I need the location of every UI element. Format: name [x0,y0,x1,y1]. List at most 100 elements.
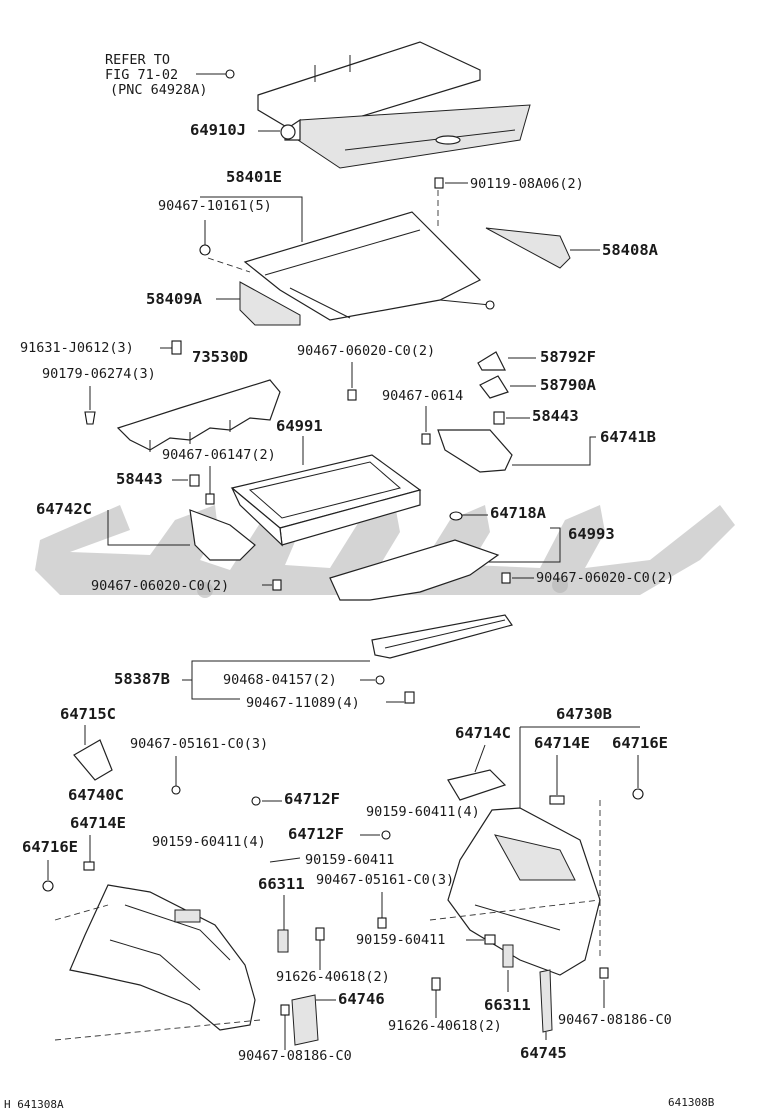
quarter-trim-right-part [447,807,601,976]
clip-icon [632,788,644,800]
label-90467-05161-top: 90467-05161-C0(3) [130,736,268,752]
clip-icon [280,1004,290,1016]
label-64712F-mid: 64712F [288,825,344,843]
label-58443-left: 58443 [116,470,163,488]
label-64715C: 64715C [60,705,116,723]
bolt-icon [315,927,325,941]
label-90467-08186-left: 90467-08186-C0 [238,1048,352,1064]
clip-icon [347,389,357,401]
footer-code-left: H 641308A [4,1098,64,1111]
side-board-part [485,227,571,269]
label-58792F: 58792F [540,348,596,366]
label-64991: 64991 [276,417,323,435]
sill-plate-part [371,614,513,659]
side-box-part [437,429,513,473]
label-90467-10161: 90467-10161(5) [158,198,272,214]
label-90159-60411-4-right: 90159-60411(4) [366,804,480,820]
clip-icon [501,572,511,584]
hook-part [479,375,509,399]
label-91626-40618-right: 91626-40618(2) [388,1018,502,1034]
side-box-part [189,509,256,561]
cover-part [447,769,507,801]
clip-icon [599,967,609,979]
bolt-icon [171,340,182,355]
clip-icon [375,675,385,685]
label-90159-60411-a: 90159-60411 [305,852,394,868]
clip-icon [381,830,391,840]
label-90179-06274: 90179-06274(3) [42,366,156,382]
label-58443-right: 58443 [532,407,579,425]
bolt-icon [431,977,441,991]
label-64716E-left: 64716E [22,838,78,856]
cap-icon [449,511,463,521]
label-90467-06147: 90467-06147(2) [162,447,276,463]
tonneau-cover-part [257,41,531,169]
label-66311-right: 66311 [484,996,531,1014]
label-64714E-right: 64714E [534,734,590,752]
label-90467-06020-top: 90467-06020-C0(2) [297,343,435,359]
clip-icon [84,411,96,425]
refer-note-line2: FIG 71-02 [105,67,178,83]
grip-part [291,994,319,1046]
footer-code-right: 641308B [668,1096,715,1109]
label-58409A: 58409A [146,290,203,308]
label-64993: 64993 [568,525,615,543]
grip-part [539,969,553,1033]
label-64730B: 64730B [556,705,612,723]
label-64741B: 64741B [600,428,656,446]
label-90159-60411-b: 90159-60411 [356,932,445,948]
label-90467-05161-mid: 90467-05161-C0(3) [316,872,454,888]
label-90467-06020-left: 90467-06020-C0(2) [91,578,229,594]
clip-icon [549,795,565,805]
cover-part [73,739,113,781]
clip-icon [171,785,181,795]
label-64718A: 64718A [490,504,547,522]
label-90467-08186-right: 90467-08186-C0 [558,1012,672,1028]
cap-icon [189,474,200,487]
label-64745: 64745 [520,1044,567,1062]
refer-note-line3: (PNC 64928A) [110,82,208,98]
clip-icon [421,433,431,445]
label-90467-11089: 90467-11089(4) [246,695,360,711]
clip-icon [42,880,54,892]
label-58408A: 58408A [602,241,659,259]
bolt-icon [404,691,415,704]
clip-icon [272,579,282,591]
bolt-icon [434,177,444,189]
label-64740C: 64740C [68,786,124,804]
label-90468-04157: 90468-04157(2) [223,672,337,688]
clip-icon [83,861,95,871]
deck-board-part [243,211,495,321]
clip-icon [251,796,261,806]
trim-bracket-part [116,379,281,451]
label-58790A: 58790A [540,376,597,394]
clip-part [477,351,506,371]
quarter-trim-left-part [69,884,256,1031]
label-64714C: 64714C [455,724,511,742]
label-90467-0614: 90467-0614 [382,388,463,404]
clip-icon [484,934,496,945]
clip-icon [225,69,235,79]
label-73530D: 73530D [192,348,248,366]
refer-note-line1: REFER TO [105,52,170,68]
label-64746: 64746 [338,990,385,1008]
floor-tray-part [329,539,500,601]
label-90467-06020-right: 90467-06020-C0(2) [536,570,674,586]
label-64712F-top: 64712F [284,790,340,808]
label-91626-40618-left: 91626-40618(2) [276,969,390,985]
cap-icon [493,411,505,425]
label-64716E-right: 64716E [612,734,668,752]
label-90119-08A06: 90119-08A06(2) [470,176,584,192]
clip-part [502,944,514,968]
label-64714E-left: 64714E [70,814,126,832]
label-64742C: 64742C [36,500,92,518]
label-58401E: 58401E [226,168,282,186]
label-64910J: 64910J [190,121,246,139]
label-66311-left: 66311 [258,875,305,893]
label-90159-60411-4-left: 90159-60411(4) [152,834,266,850]
clip-part [277,929,289,953]
label-58387B: 58387B [114,670,170,688]
side-board-part [239,281,301,326]
